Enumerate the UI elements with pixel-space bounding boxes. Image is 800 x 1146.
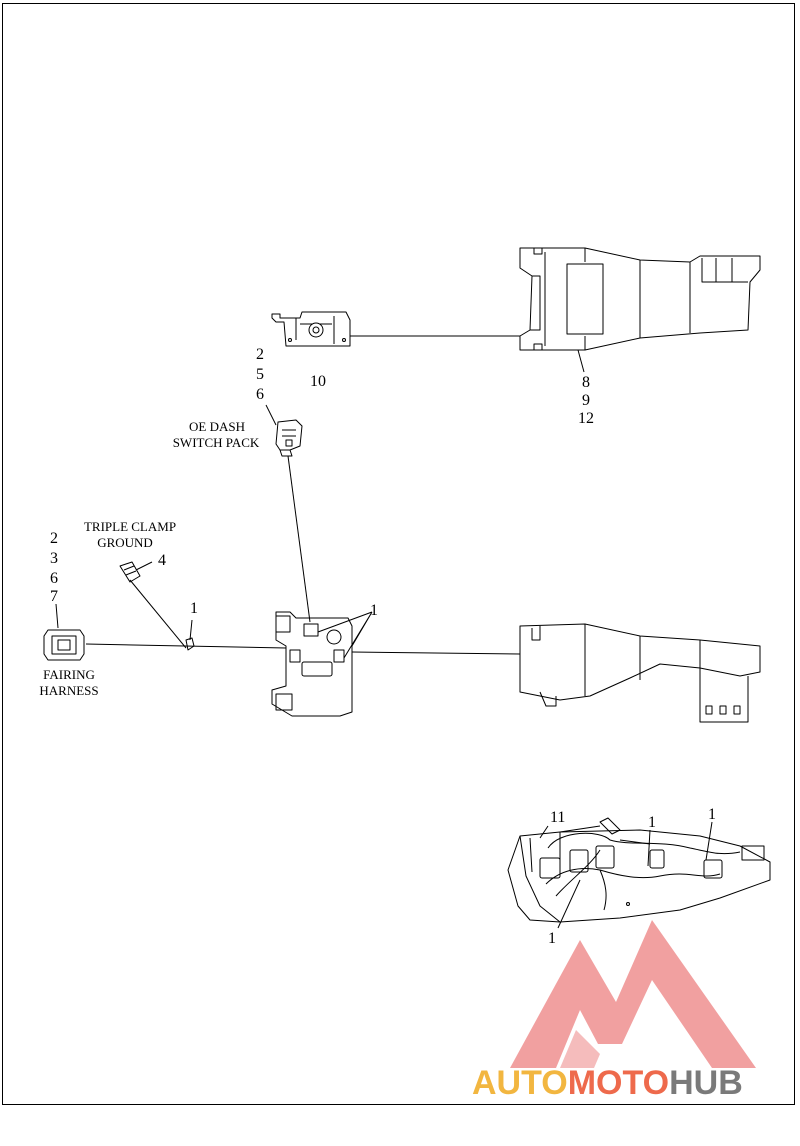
oe-dash-switch-pack-connector [275,419,303,457]
callout-5: 5 [256,366,264,383]
fairing-label-line2: HARNESS [39,683,99,698]
triple-clamp-ground-connector [119,561,141,583]
callout-7-left: 7 [50,588,58,605]
oe-dash-label-line1: OE DASH [189,419,245,434]
triple-clamp-label-line1: TRIPLE CLAMP [83,519,177,534]
harness-line-ground [129,579,187,649]
callout-10: 10 [310,373,326,390]
callout-1-inset-b: 1 [708,806,716,823]
inset-harness-assembly [507,817,771,923]
connector-housing-8-9-12 [519,247,761,351]
harness-line-left [85,643,287,649]
leader-11 [539,825,549,839]
fairing-harness-connector [43,629,85,661]
triple-clamp-label-line2: GROUND [97,535,153,550]
harness-line-dash [287,455,311,623]
drawing-border [2,3,795,1105]
callout-4: 4 [158,552,166,569]
leader-1-inset-c [557,879,581,929]
leader-4 [135,561,153,571]
callout-1-inset-a: 1 [648,814,656,831]
callout-8: 8 [582,374,590,391]
callout-2: 2 [256,346,264,363]
callout-1-inset-c: 1 [548,930,556,947]
leader-1-inset-a [647,829,651,867]
callout-6-left: 6 [50,570,58,587]
leader-2-5-6 [265,404,277,426]
watermark-moto: MOTO [567,1064,670,1102]
junction-bracket [271,611,353,717]
automotohub-watermark: AUTOMOTOHUB [472,1065,743,1101]
leader-1-bracket [317,611,373,659]
leader-2-3-6-7 [55,603,59,629]
callout-11: 11 [550,809,566,826]
bracket-10 [271,311,351,347]
callout-2-left: 2 [50,530,58,547]
callout-3-left: 3 [50,550,58,567]
harness-line-right [351,651,521,655]
callout-6: 6 [256,386,264,403]
watermark-auto: AUTO [472,1064,568,1102]
fairing-label-line1: FAIRING [43,667,95,682]
callout-1-bracket: 1 [370,602,378,619]
callout-12: 12 [578,410,594,427]
lower-housing [519,623,761,723]
oe-dash-label-line2: SWITCH PACK [172,435,260,450]
leader-1-inset-b [705,821,713,861]
leader-8 [577,349,585,373]
watermark-hub: HUB [669,1064,743,1102]
ground-clamp [185,619,195,651]
callout-9: 9 [582,392,590,409]
callout-1-ground: 1 [190,600,198,617]
automotohub-logo-icon [510,920,756,1068]
